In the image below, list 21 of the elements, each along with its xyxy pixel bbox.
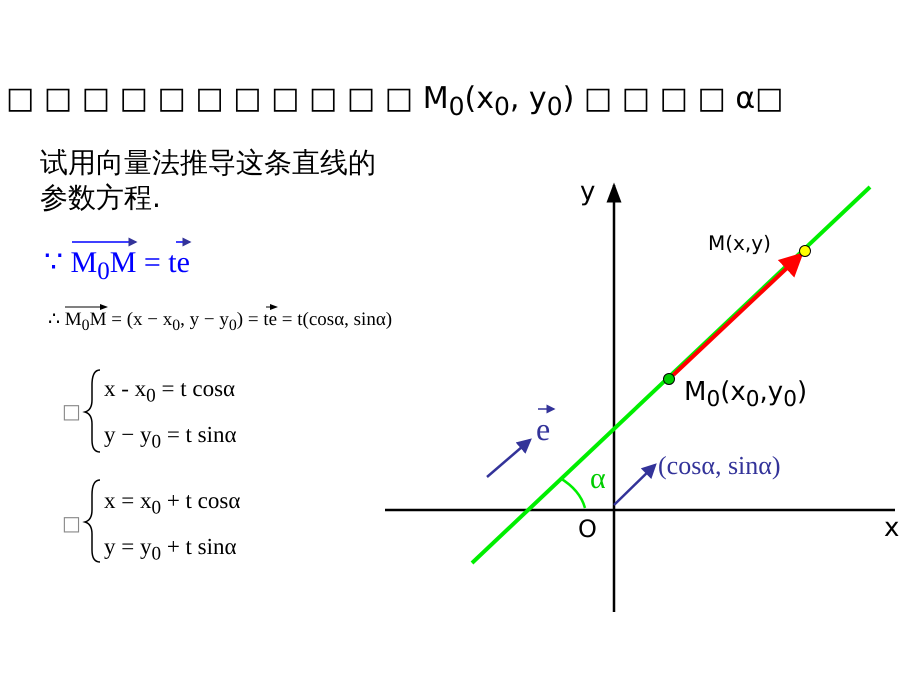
point-label: M(x,y) bbox=[708, 232, 771, 254]
point-marker bbox=[663, 373, 675, 385]
vector-label: e bbox=[536, 412, 550, 448]
equation: x - x$_{0}$ = t cosα bbox=[104, 376, 236, 407]
given-equation: ∵ M$_{0}$M = te bbox=[44, 246, 190, 286]
problem-text: 试用向量法推导这条直线的参数方程. bbox=[40, 145, 377, 215]
axis-label: y bbox=[580, 178, 596, 207]
origin-label: O bbox=[578, 516, 597, 542]
angle-label: α bbox=[590, 462, 606, 495]
vector-equation: ∴ M$_{0}$M = (x − x$_{0}$, y − y$_{0}$) = te = t(cosα, sinα) bbox=[48, 310, 392, 334]
title: □ □ □ □ □ □ □ □ □ □ □ M$_{0}$(x$_{0}$, y$_{0}$) □ □ □ □ α□ bbox=[6, 82, 784, 120]
equation: x = x$_{0}$ + t cosα bbox=[104, 488, 240, 519]
missing-glyph: □ bbox=[62, 400, 81, 422]
equation: y = y$_{0}$ + t sinα bbox=[104, 534, 237, 565]
equation: y − y$_{0}$ = t sinα bbox=[104, 422, 237, 453]
point-label: M$_{0}$(x$_{0}$,y$_{0}$) bbox=[684, 378, 808, 412]
vector-coordinates: (cosα, sinα) bbox=[658, 452, 781, 481]
axis-label: x bbox=[884, 514, 900, 543]
missing-glyph: □ bbox=[62, 512, 81, 534]
arrow bbox=[672, 252, 804, 376]
point-marker bbox=[799, 245, 811, 257]
